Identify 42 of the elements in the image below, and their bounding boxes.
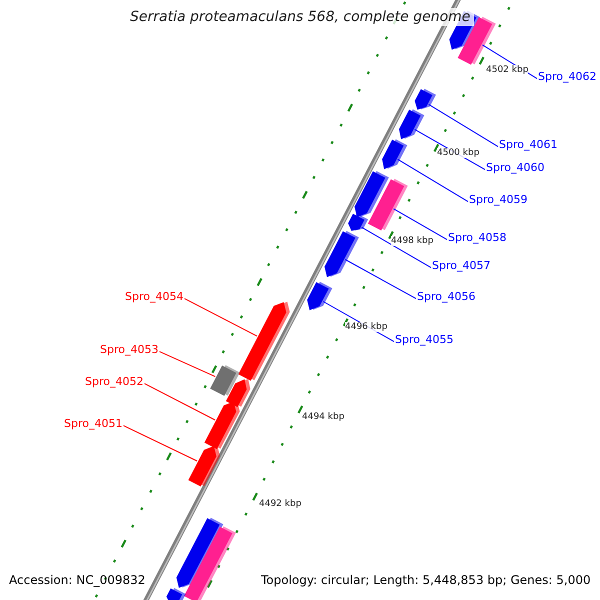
- gene-label: Spro_4051: [64, 418, 122, 431]
- leader-line: [344, 259, 416, 300]
- gene-feature: [226, 378, 250, 408]
- leader-line: [397, 158, 468, 202]
- gene-label: Spro_4060: [486, 162, 544, 175]
- leader-line: [144, 383, 216, 420]
- gene-label: Spro_4062: [538, 71, 596, 84]
- gene-label: Spro_4056: [417, 291, 476, 304]
- leader-line: [428, 104, 498, 148]
- tick-label: 4500 kbp: [437, 148, 480, 158]
- leader-line: [361, 226, 432, 268]
- gene-label: Spro_4061: [499, 139, 558, 152]
- leader-line: [123, 425, 198, 462]
- tick-label: 4496 kbp: [345, 322, 388, 332]
- gene-feature: [188, 446, 220, 486]
- accession-text: Accession: NC_009832: [9, 574, 146, 588]
- gene-label: Spro_4053: [100, 344, 158, 357]
- tick-label: 4498 kbp: [391, 236, 434, 246]
- gene-feature: [382, 139, 408, 170]
- gene-feature: [348, 213, 368, 231]
- gene-label: Spro_4059: [469, 194, 528, 207]
- genome-info-text: Topology: circular; Length: 5,448,853 bp; Genes: 5,000: [261, 574, 591, 588]
- gene-label: Spro_4054: [125, 291, 184, 304]
- leader-line: [159, 351, 216, 378]
- gene-bar: [184, 526, 236, 600]
- gene-feature: [238, 302, 290, 381]
- gene-label: Spro_4058: [448, 232, 506, 245]
- gene-label: Spro_4055: [395, 334, 454, 347]
- tick-label: 4492 kbp: [259, 499, 302, 510]
- leader-line: [393, 208, 448, 240]
- gene-feature: [204, 401, 240, 450]
- tick-label: 4502 kbp: [486, 65, 528, 76]
- gene-bar: [368, 178, 408, 230]
- gene-feature: [324, 230, 359, 278]
- gene-feature: [307, 282, 332, 310]
- tick-label: 4494 kbp: [302, 412, 344, 422]
- gene-feature: [166, 588, 186, 600]
- gene-label: Spro_4057: [432, 260, 490, 273]
- leader-line: [184, 298, 258, 337]
- gene-feature: [414, 88, 436, 110]
- gene-feature: [399, 109, 424, 140]
- gene-label: Spro_4052: [85, 376, 144, 389]
